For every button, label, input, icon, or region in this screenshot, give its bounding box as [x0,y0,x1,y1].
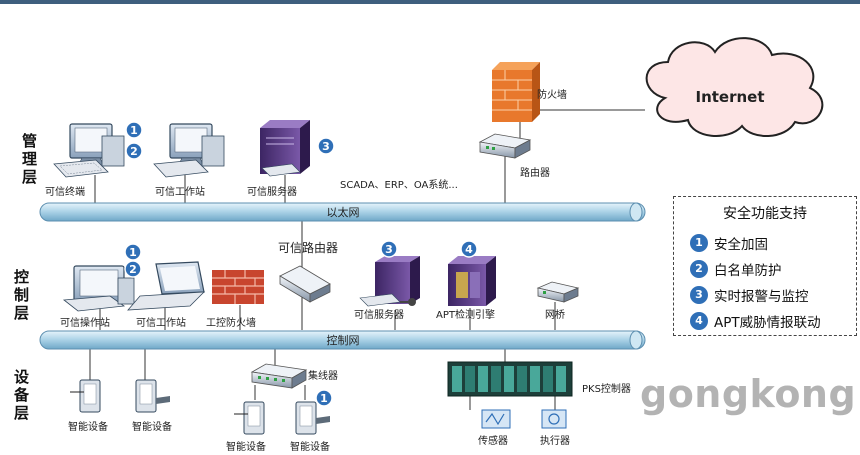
legend-title: 安全功能支持 [723,206,807,222]
actuator-label: 执行器 [540,434,570,447]
smart-device-4-icon [295,401,330,435]
legend-text-2: 白名单防护 [714,263,782,279]
apt-engine-label: APT检测引擎 [436,308,495,321]
svg-text:4: 4 [465,243,473,256]
ethernet-bus [39,202,646,222]
badge-3-control: 3 [380,240,398,258]
badge-2-management: 2 [125,142,143,160]
smart-device-1-icon [70,379,101,413]
sensor-icon [481,409,511,429]
sensor-label: 传感器 [478,434,508,447]
trusted-workstation-icon [153,123,225,178]
badge-1-control: 1 [124,243,142,261]
hub-icon [250,363,308,389]
hub-label: 集线器 [308,369,338,382]
apt-engine-icon [448,256,496,306]
control-net-bus [39,330,646,350]
control-server-label: 可信服务器 [354,308,404,321]
svg-text:3: 3 [385,243,393,256]
ethernet-label: 以太网 [327,206,360,219]
smart-device-2-icon [135,379,170,413]
connection-lines [89,95,645,410]
svg-text:1: 1 [130,124,138,137]
control-workstation-label: 可信工作站 [136,316,186,329]
pks-controller-label: PKS控制器 [582,382,631,395]
badge-2-control: 2 [124,260,142,278]
systems-label: SCADA、ERP、OA系统... [340,178,458,191]
bridge-label: 网桥 [545,309,565,321]
router-icon [478,133,532,159]
bridge-icon [536,281,580,303]
legend-item-1: 1 安全加固 [690,233,768,253]
trusted-laptop-icon [127,261,206,311]
legend-num-2: 2 [690,260,708,278]
legend-text-1: 安全加固 [714,237,768,253]
smart-device-3-icon [234,401,265,435]
legend-num-1: 1 [690,234,708,252]
trusted-server-label: 可信服务器 [247,185,297,198]
trusted-server-icon [260,120,310,177]
smart-device-4-label: 智能设备 [290,440,330,453]
layer-management-1: 管 [22,132,37,150]
badge-3-management: 3 [317,137,335,155]
trusted-router-icon [279,265,331,303]
legend-num-3: 3 [690,286,708,304]
svg-text:层: 层 [14,304,29,322]
firewall-label: 防火墙 [537,88,567,101]
ics-firewall-label: 工控防火墙 [206,316,256,329]
top-bar [0,0,860,4]
legend-item-3: 3 实时报警与监控 [690,285,809,305]
svg-text:2: 2 [129,263,137,276]
control-server-icon [359,256,420,307]
svg-text:2: 2 [130,145,138,158]
legend-text-3: 实时报警与监控 [714,289,809,305]
svg-text:理: 理 [22,150,37,168]
smart-device-1-label: 智能设备 [68,420,108,433]
router-label: 路由器 [520,166,550,179]
legend-item-2: 2 白名单防护 [690,259,782,279]
layer-device-1: 设 [14,368,29,386]
control-net-label: 控制网 [327,333,360,347]
svg-text:1: 1 [320,392,328,405]
svg-text:层: 层 [14,404,29,422]
internet-cloud-icon [645,37,824,138]
trusted-operator-station-icon [62,265,135,312]
smart-device-3-label: 智能设备 [226,440,266,453]
trusted-workstation-label: 可信工作站 [155,185,205,198]
legend-num-4: 4 [690,312,708,330]
layer-control-1: 控 [14,268,29,286]
legend-item-4: 4 APT威胁情报联动 [690,311,821,331]
internet-label: Internet [695,88,764,106]
svg-text:备: 备 [13,386,30,404]
ics-firewall-icon [212,270,264,304]
svg-text:3: 3 [322,140,330,153]
badge-1-management: 1 [125,121,143,139]
security-functions-legend: 安全功能支持 1 安全加固 2 白名单防护 3 实时报警与监控 4 APT威胁情… [673,196,857,336]
badge-4-control: 4 [460,240,478,258]
svg-text:1: 1 [129,246,137,259]
trusted-terminal-icon [53,123,125,178]
smart-device-2-label: 智能设备 [132,420,172,433]
svg-text:层: 层 [22,168,37,186]
badge-1-device: 1 [315,389,333,407]
trusted-router-label: 可信路由器 [278,240,338,255]
watermark: gongkong [640,372,857,416]
firewall-icon [492,62,540,122]
actuator-icon [541,409,567,429]
pks-controller-icon [447,361,573,397]
legend-text-4: APT威胁情报联动 [714,315,821,331]
operator-station-label: 可信操作站 [60,316,110,329]
trusted-terminal-label: 可信终端 [45,185,85,198]
svg-text:制: 制 [14,286,29,304]
